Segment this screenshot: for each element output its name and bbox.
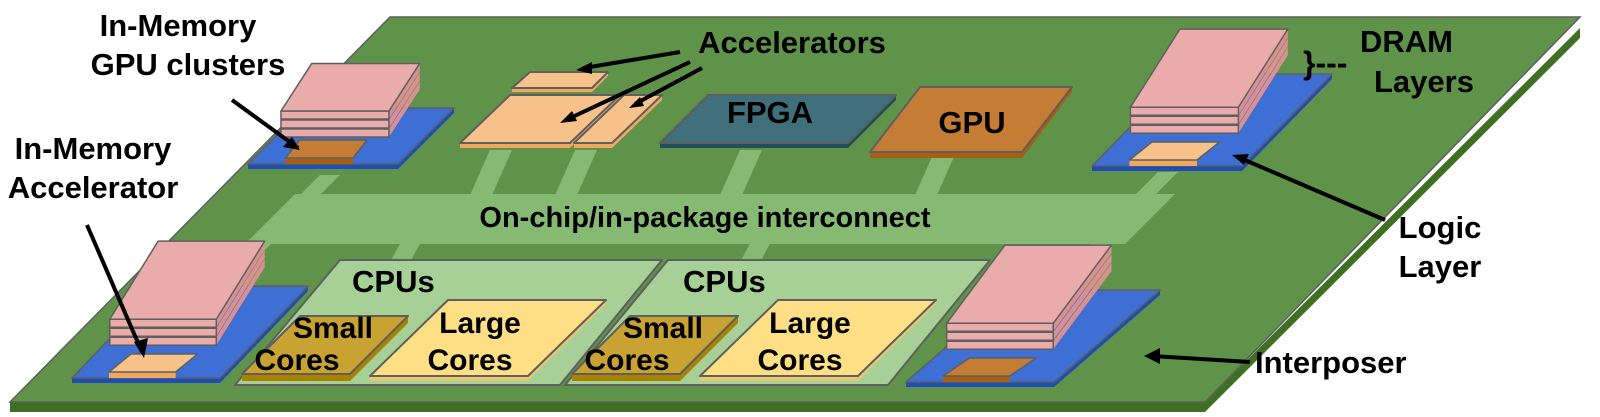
hbm-stack-bottom-left	[71, 240, 309, 383]
dram-layer-front	[280, 128, 390, 138]
dram-layer-side	[109, 241, 265, 328]
dram-layer-front	[945, 322, 1054, 333]
dram-layer-side	[1130, 38, 1288, 125]
dram-layer-side	[1130, 29, 1288, 116]
arrow-acc-2	[565, 60, 691, 122]
dram-layer-front	[280, 110, 390, 120]
small-cores-label-2: Cores	[254, 344, 339, 377]
hbm-stack-bottom-right	[905, 244, 1161, 387]
in-memory-gpu-label-2: GPU clusters	[91, 47, 286, 82]
large-cores-label-1-right: Large	[769, 307, 851, 340]
in-memory-acc-label-2: Accelerator	[8, 170, 179, 205]
interconnect-bar: On-chip/in-package interconnect	[245, 194, 1175, 244]
dram-layer-front	[109, 327, 218, 338]
dram-layer-front	[1129, 106, 1240, 117]
accelerators-label: Accelerators	[698, 25, 886, 60]
logic-die-front	[1129, 160, 1197, 166]
dram-brace: }---	[1303, 45, 1347, 81]
in-memory-acc-label-1: In-Memory	[15, 131, 173, 166]
gpu-label: GPU	[938, 105, 1005, 140]
arrow-acc-1	[583, 50, 681, 70]
dram-layer-side	[1130, 47, 1288, 134]
arrow-in-memory-acc	[85, 224, 144, 353]
dram-layer-side	[109, 250, 265, 337]
dram-layer-side	[109, 259, 265, 346]
arrows	[85, 50, 1386, 364]
dram-layer-top	[945, 244, 1113, 325]
interposer-label: Interposer	[1255, 345, 1407, 380]
logic-die-front	[109, 372, 176, 378]
dram-layer-front	[1129, 115, 1240, 126]
cpu-cluster-right: CPUs Small Cores Large Cores	[564, 259, 991, 386]
small-cores-label-2-right: Cores	[584, 344, 669, 377]
logic-label-2: Layer	[1399, 249, 1482, 284]
logic-die-front	[285, 158, 353, 164]
arrow-acc-3	[634, 66, 703, 106]
hbm-stack-top-left	[247, 62, 455, 169]
large-cores-label-1: Large	[439, 307, 521, 340]
cpu-cluster-left: CPUs Small Cores Large Cores	[234, 259, 663, 386]
arrow-logic	[1239, 156, 1386, 222]
fpga-chip: FPGA	[659, 94, 897, 148]
dram-layer-front	[280, 119, 390, 129]
logic-die-top	[1128, 141, 1221, 161]
dram-layer-front	[109, 318, 218, 329]
dram-layer-top	[280, 62, 421, 112]
logic-die-front	[943, 376, 1010, 382]
small-cores-label-1: Small	[293, 312, 373, 345]
logic-die-top	[108, 353, 199, 373]
dram-label-1: DRAM	[1360, 24, 1453, 59]
dram-layer-front	[109, 336, 218, 347]
large-cores-label-2-right: Cores	[757, 344, 842, 377]
fpga-label: FPGA	[727, 95, 813, 130]
cpus-label-left: CPUs	[352, 264, 435, 299]
cpus-label-right: CPUs	[683, 264, 766, 299]
logic-die-top	[942, 357, 1037, 377]
accelerators	[459, 71, 663, 148]
interconnect-label: On-chip/in-package interconnect	[479, 202, 931, 234]
logic-base-side	[906, 290, 1160, 387]
arrow-interposer	[1151, 354, 1251, 364]
arrow-heads	[134, 62, 1249, 364]
dram-layer-front	[945, 340, 1054, 351]
dram-layer-front	[945, 331, 1054, 342]
logic-label-1: Logic	[1399, 210, 1482, 245]
small-cores-label-1-right: Small	[623, 312, 703, 345]
gpu-chip: GPU	[869, 86, 1073, 158]
dram-layer-front	[1129, 124, 1240, 135]
arrow-gpu-clusters	[230, 98, 300, 150]
dram-label-2: Layers	[1374, 64, 1474, 99]
dram-layer-top	[1129, 28, 1289, 109]
in-memory-gpu-label-1: In-Memory	[100, 8, 258, 43]
large-cores-label-2: Cores	[427, 344, 512, 377]
dram-layer-top	[109, 240, 266, 321]
hbm-stack-top-right	[1091, 28, 1333, 171]
